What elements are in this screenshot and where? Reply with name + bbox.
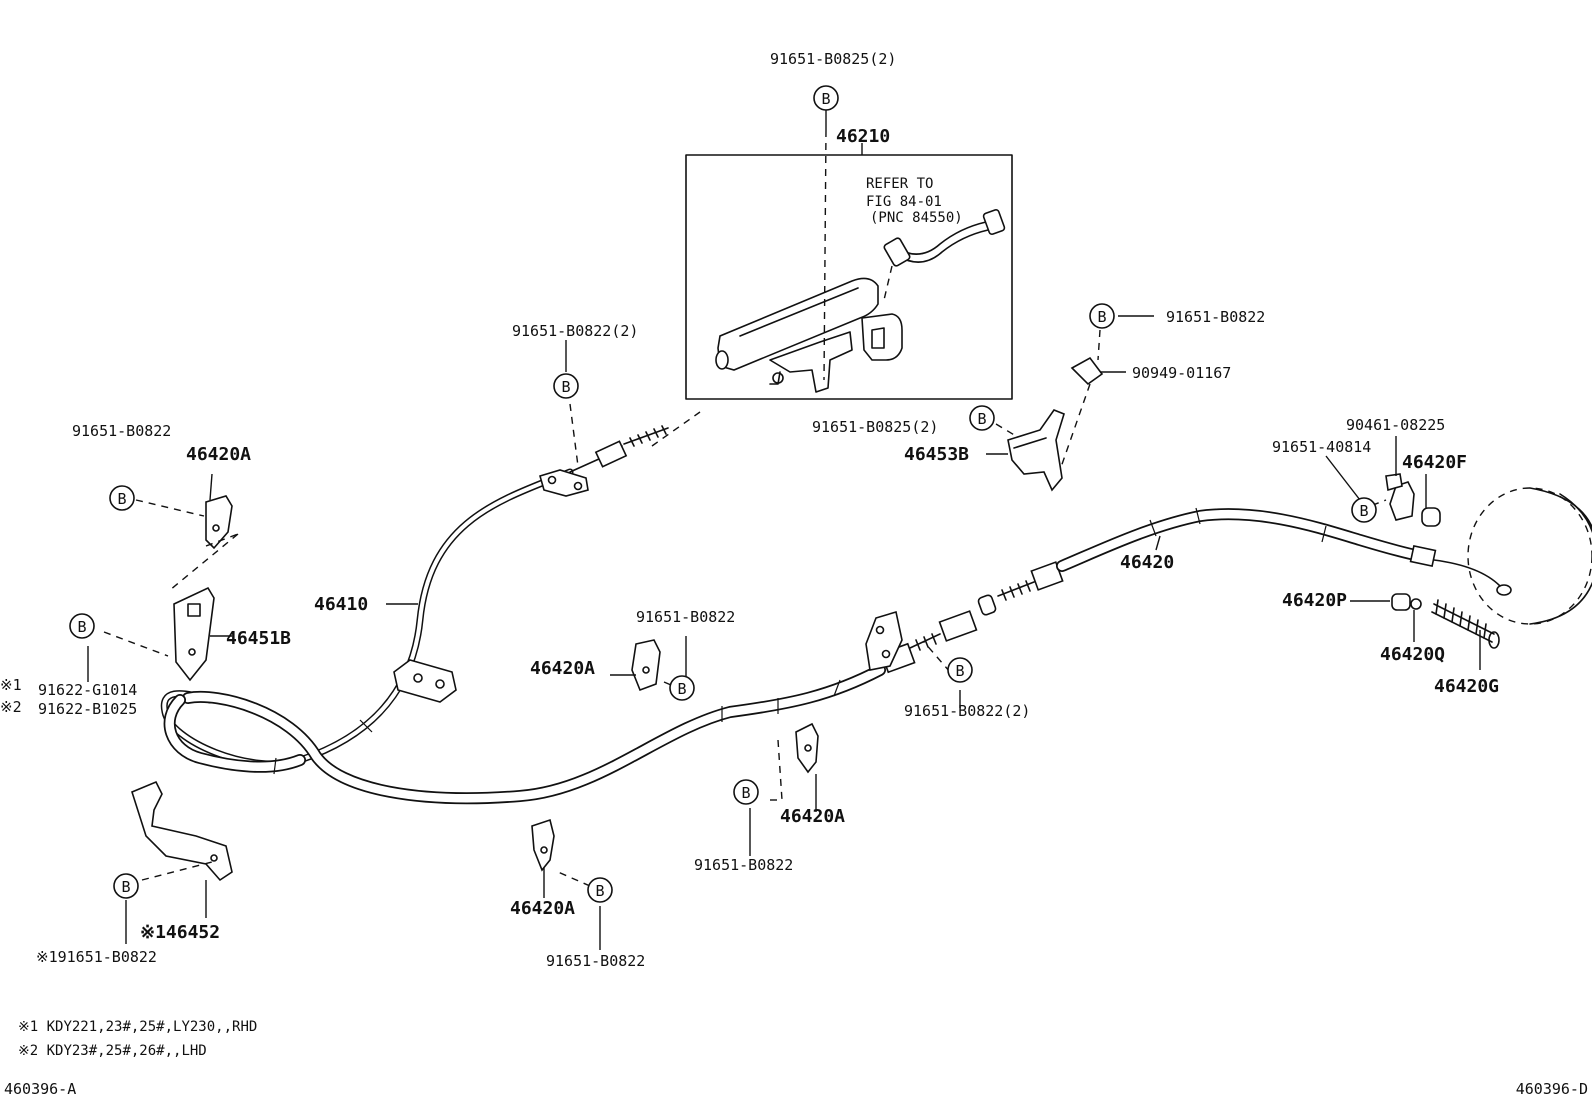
label-refer-line3: (PNC 84550) <box>870 210 963 226</box>
label-91651-b0822-2-lower: 91651-B0822(2) <box>904 702 1030 720</box>
part-46420Q <box>1410 598 1422 610</box>
part-90461-08225 <box>1389 481 1415 521</box>
svg-text:B: B <box>561 378 570 396</box>
bolt-symbol-topright: B <box>1089 303 1115 329</box>
part-labels: 91651-B0825(2) 46210 REFER TO FIG 84-01 … <box>0 50 1499 970</box>
part-46420F <box>1421 507 1441 527</box>
label-46420a-center: 46420A <box>530 658 595 679</box>
label-91651-b0822-topright: 91651-B0822 <box>1166 308 1265 326</box>
label-46420a-lowmid: 46420A <box>780 806 845 827</box>
label-90949-01167: 90949-01167 <box>1132 364 1231 382</box>
label-46420f: 46420F <box>1402 452 1467 473</box>
label-46420: 46420 <box>1120 552 1174 573</box>
clamp-46420A-center <box>631 639 661 692</box>
bolt-symbol-top: B <box>813 85 839 111</box>
clamp-46420A-bottom <box>531 818 555 872</box>
bolt-symbol-lowmid: B <box>733 779 759 805</box>
part-46420P <box>1391 593 1411 611</box>
parking-brake-lever-assembly <box>685 143 1013 400</box>
svg-text:B: B <box>741 784 750 802</box>
footnote-2: ※2 KDY23#,25#,26#,,LHD <box>18 1043 207 1059</box>
label-91651-b0822-topleft: 91651-B0822 <box>72 422 171 440</box>
svg-text:B: B <box>821 90 830 108</box>
lever-base <box>769 331 853 393</box>
svg-text:B: B <box>677 680 686 698</box>
svg-text:B: B <box>121 878 130 896</box>
label-refer-line2: FIG 84-01 <box>866 194 942 210</box>
brake-drum <box>1467 487 1592 625</box>
leader-lines <box>87 110 1481 950</box>
label-91651-b0822-bottom: 91651-B0822 <box>546 952 645 970</box>
svg-text:B: B <box>1359 502 1368 520</box>
bracket-46451B <box>173 586 215 682</box>
cable-grommet <box>393 659 457 703</box>
diagram-code-right: 460396-D <box>1516 1080 1588 1098</box>
label-note-mark-1: ※1 <box>0 676 22 694</box>
svg-text:B: B <box>955 662 964 680</box>
label-46420p: 46420P <box>1282 590 1347 611</box>
bolt-symbols: B B B B B B B B B B B B <box>69 85 1377 903</box>
label-91622-g1014: 91622-G1014 <box>38 681 137 699</box>
label-146452: ※146452 <box>140 922 220 943</box>
bolt-symbol-connector: B <box>947 657 973 683</box>
diagram-code-left: 460396-A <box>4 1080 76 1098</box>
label-46453b: 46453B <box>904 444 969 465</box>
bolt-symbol-right: B <box>1351 497 1377 523</box>
label-90461-08225: 90461-08225 <box>1346 416 1445 434</box>
label-91651-b0825-2-top: 91651-B0825(2) <box>770 50 896 68</box>
clamp-46420A-topleft <box>205 495 233 550</box>
label-46451b: 46451B <box>226 628 291 649</box>
clamp-46420A-lowmid <box>795 722 819 774</box>
label-91651-b0822-2-upper: 91651-B0822(2) <box>512 322 638 340</box>
bolt-symbol-center: B <box>669 675 695 701</box>
label-91622-b1025: 91622-B1025 <box>38 700 137 718</box>
label-91651-b0825-2-mid: 91651-B0825(2) <box>812 418 938 436</box>
switch-wire <box>895 221 987 255</box>
bolt-symbol-46453b: B <box>969 405 995 431</box>
label-46420a-topleft: 46420A <box>186 444 251 465</box>
bolt-symbol-bottomleft: B <box>113 873 139 899</box>
svg-text:B: B <box>1097 308 1106 326</box>
label-91651-40814: 91651-40814 <box>1272 438 1371 456</box>
label-46420g: 46420G <box>1434 676 1499 697</box>
bracket-146452 <box>131 780 233 882</box>
label-46410: 46410 <box>314 594 368 615</box>
rear-cable-left <box>163 664 886 805</box>
lever-handle <box>717 277 879 371</box>
clamp-brackets <box>131 473 1403 882</box>
lever-switch <box>861 313 903 361</box>
label-46210: 46210 <box>836 126 890 147</box>
svg-text:B: B <box>77 618 86 636</box>
footnote-1: ※1 KDY221,23#,25#,LY230,,RHD <box>18 1019 257 1035</box>
right-small-parts <box>1389 481 1500 649</box>
label-91651-b0822-lowmid: 91651-B0822 <box>694 856 793 874</box>
lever-assembly-box <box>685 154 1013 400</box>
front-cable-46410 <box>160 425 669 768</box>
rear-cable-46420 <box>865 507 1512 674</box>
bracket-46453B <box>1007 356 1104 492</box>
bolt-symbol-topleft: B <box>109 485 135 511</box>
bolt-symbol-upper: B <box>553 373 579 399</box>
svg-text:B: B <box>977 410 986 428</box>
label-91651-b0822-note: ※191651-B0822 <box>36 948 157 966</box>
bolt-symbol-left: B <box>69 613 95 639</box>
svg-text:B: B <box>117 490 126 508</box>
svg-text:B: B <box>595 882 604 900</box>
footnotes: ※1 KDY221,23#,25#,LY230,,RHD ※2 KDY23#,2… <box>4 1019 1588 1098</box>
label-91651-b0822-center: 91651-B0822 <box>636 608 735 626</box>
label-refer-line1: REFER TO <box>866 176 933 192</box>
label-46420a-bottom: 46420A <box>510 898 575 919</box>
label-46420q: 46420Q <box>1380 644 1445 665</box>
clip-90949-01167 <box>1070 356 1104 386</box>
bolt-symbol-bottom: B <box>587 877 613 903</box>
part-46420G <box>1433 603 1495 635</box>
label-note-mark-2: ※2 <box>0 698 22 716</box>
